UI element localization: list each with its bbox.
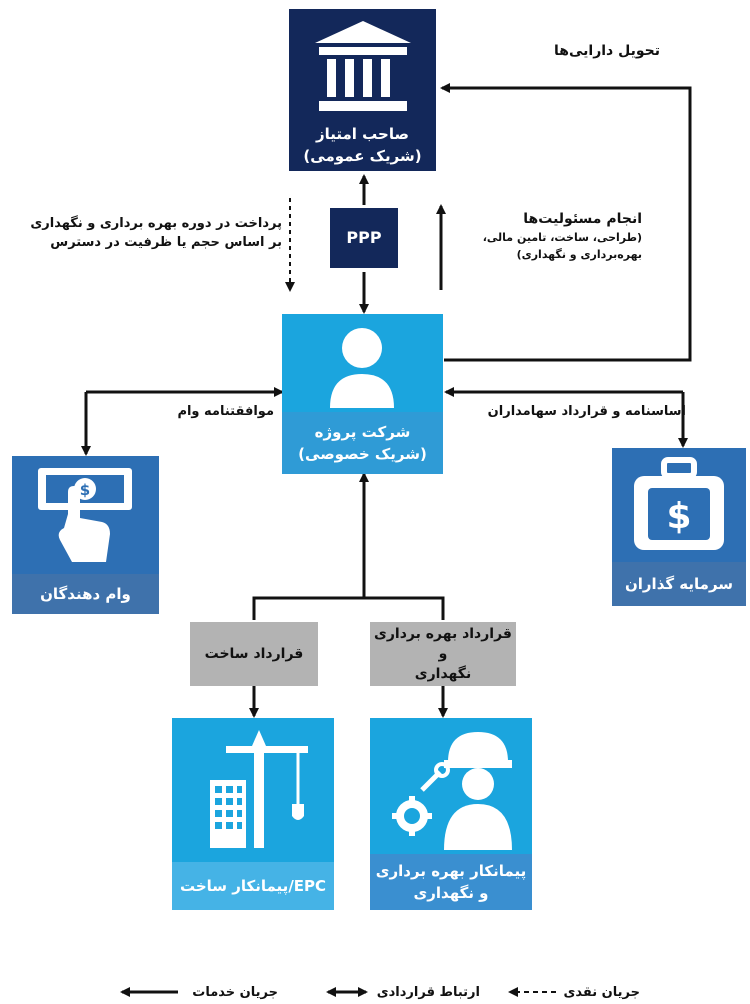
dollar-briefcase-icon: $ xyxy=(634,457,724,550)
crane-building-icon xyxy=(210,730,308,848)
user-icon xyxy=(330,328,394,408)
asset-transfer-label: تحویل دارایی‌ها xyxy=(554,43,660,59)
responsibilities-title: انجام مسئولیت‌ها xyxy=(523,211,642,227)
investors-label: سرمایه گذاران xyxy=(624,575,734,593)
payment-label: پرداخت در دوره بهره برداری و نگهداری بر … xyxy=(6,214,282,252)
om-contractor-box: پیمانکار بهره برداری و نگهداری xyxy=(370,718,532,910)
legend-cash-flow: جریان نقدی xyxy=(563,985,640,1000)
payment-label-line2: بر اساس حجم یا ظرفیت در دسترس xyxy=(50,235,282,250)
ppp-box: PPP xyxy=(330,208,398,268)
ppp-label: PPP xyxy=(346,228,382,247)
worker-gear-icon xyxy=(392,732,512,850)
payment-label-line1: پرداخت در دوره بهره برداری و نگهداری xyxy=(30,216,282,231)
om-contract-line1: قرارداد بهره برداری و xyxy=(374,626,512,662)
legend-contractual: ارتباط قراردادی xyxy=(376,985,480,1000)
responsibilities-line2: بهره‌برداری و نگهداری) xyxy=(516,248,642,261)
responsibilities-line1: (طراحی، ساخت، تامین مالی، xyxy=(482,231,642,244)
lenders-label: وام دهندگان xyxy=(40,585,131,603)
epc-contractor-box: پیمانکار ساخت/EPC xyxy=(172,718,334,910)
bank-building-icon xyxy=(315,21,411,111)
project-company-title: شرکت پروژه xyxy=(314,423,411,441)
om-contract-line2: نگهداری xyxy=(414,666,472,682)
concessionaire-title: صاحب امتیاز xyxy=(316,125,409,143)
articles-shareholders-label: اساسنامه و قرارداد سهامداران xyxy=(487,404,686,419)
construction-contract-label: قرارداد ساخت xyxy=(204,646,304,662)
loan-agreement-label: موافقتنامه وام xyxy=(177,404,274,419)
asset-transfer-arrow xyxy=(440,83,692,362)
lenders-box: $ وام دهندگان xyxy=(12,456,159,614)
investors-box: $ سرمایه گذاران xyxy=(612,448,746,606)
svg-text:$: $ xyxy=(666,496,691,537)
svg-text:$: $ xyxy=(80,481,90,499)
responsibilities-label: انجام مسئولیت‌ها (طراحی، ساخت، تامین مال… xyxy=(452,210,642,263)
contracts-branch xyxy=(252,596,445,620)
money-hand-icon: $ xyxy=(38,468,132,562)
concessionaire-box: صاحب امتیاز (شریک عمومی) xyxy=(289,9,436,171)
project-company-subtitle: (شریک خصوصی) xyxy=(298,445,427,463)
concessionaire-subtitle: (شریک عمومی) xyxy=(303,147,422,165)
project-company-box: شرکت پروژه (شریک خصوصی) xyxy=(282,314,443,474)
epc-contractor-label: پیمانکار ساخت/EPC xyxy=(179,877,327,895)
om-contract-box: قرارداد بهره برداری و نگهداری xyxy=(370,622,516,686)
construction-contract-box: قرارداد ساخت xyxy=(190,622,318,686)
legend-services: جریان خدمات xyxy=(192,985,278,1000)
om-contractor-line2: و نگهداری xyxy=(413,884,489,902)
om-contractor-line1: پیمانکار بهره برداری xyxy=(375,862,527,880)
